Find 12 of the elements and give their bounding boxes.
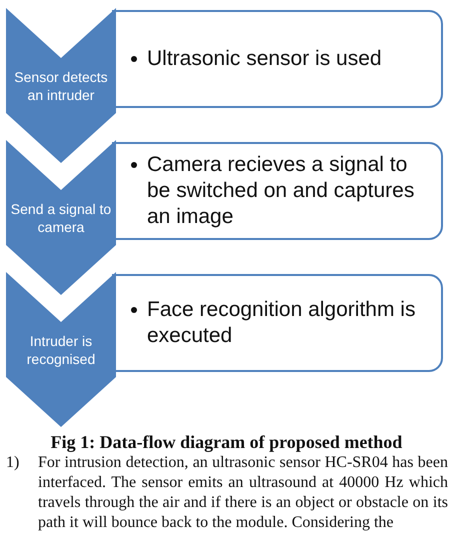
step-detail-text: Ultrasonic sensor is used (147, 46, 383, 72)
step-label: Intruder is recognised (26, 332, 96, 368)
body-paragraph: For intrusion detection, an ultrasonic sensor HC-SR04 has been interfaced. The sensor emits an ultrasound at 40000 Hz which travels through the air and if there is an object or obstacle on its path it will bounce back to the module. Considering the (38, 453, 448, 533)
step-detail-text: Face recognition algorithm is executed (147, 297, 416, 349)
step-label: Send a signal to camera (10, 200, 112, 236)
step-detail-box (112, 10, 443, 108)
step-detail-text: Camera recieves a signal to be switched on and captures an image (147, 152, 416, 230)
step-detail-box (112, 274, 443, 372)
figure-caption: Fig 1: Data-flow diagram of proposed method (50, 432, 402, 453)
list-number: 1) (6, 453, 20, 473)
step-label: Sensor detects an intruder (13, 68, 109, 104)
step-detail-box (112, 142, 443, 240)
